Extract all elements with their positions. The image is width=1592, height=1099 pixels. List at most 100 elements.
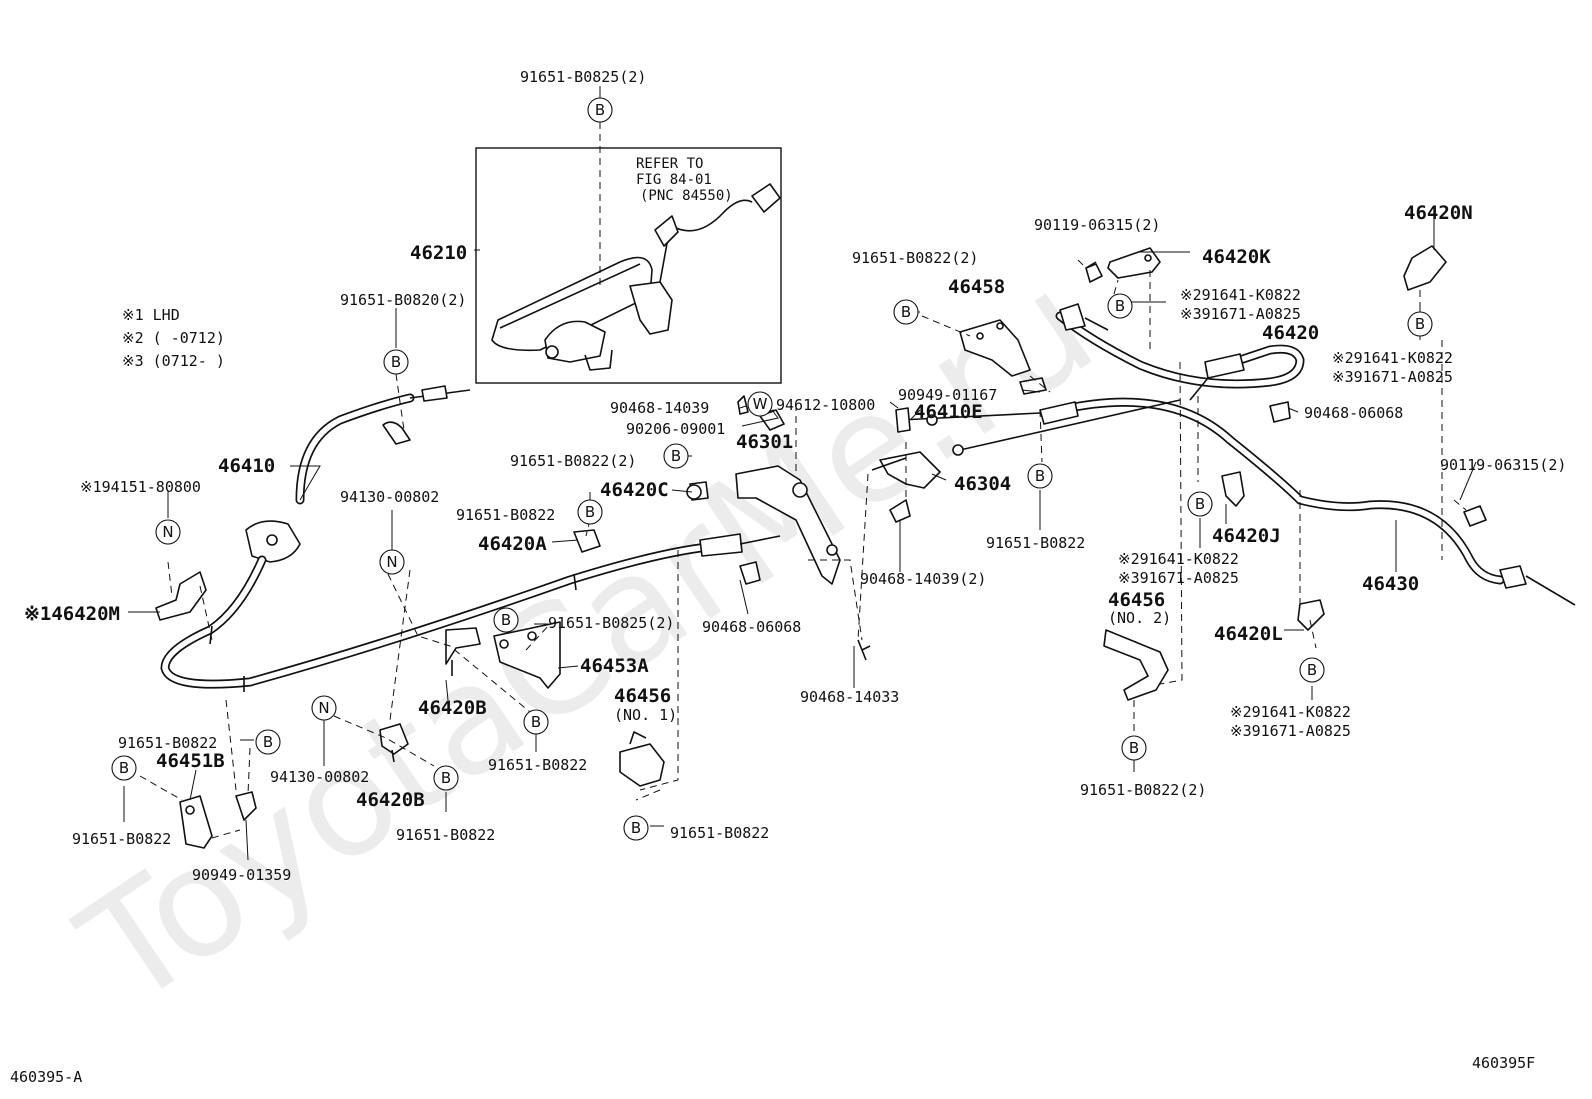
label-94130-00802-a: 94130-00802 — [340, 488, 439, 506]
clip-90468-14039-2 — [889, 499, 911, 523]
svg-text:B: B — [1307, 661, 1317, 679]
svg-text:W: W — [753, 395, 768, 413]
label-46420b-b: 46420B — [356, 789, 425, 811]
label-94130-00802-b: 94130-00802 — [270, 768, 369, 786]
clip-90949-01359 — [235, 791, 257, 821]
label-90468-14039: 90468-14039 — [610, 399, 709, 417]
callout-b: B — [433, 765, 459, 791]
label-90468-14039-2: 90468-14039(2) — [860, 570, 986, 588]
label-91641-k0822-c: ※291641-K0822 — [1332, 349, 1453, 367]
svg-text:B: B — [585, 503, 595, 521]
svg-text:B: B — [1415, 315, 1425, 333]
footer-right-code: 460395F — [1472, 1054, 1535, 1072]
clip-46420C — [686, 481, 709, 501]
label-46420m: ※146420M — [24, 603, 120, 625]
label-91671-a0825-a: ※391671-A0825 — [1180, 305, 1301, 323]
clip-46420L — [1297, 599, 1325, 631]
label-91651-b0822-a: 91651-B0822 — [456, 506, 555, 524]
svg-text:B: B — [441, 769, 451, 787]
callout-w: W — [747, 391, 773, 417]
clip-46420J — [1221, 471, 1245, 507]
callout-b: B — [623, 815, 649, 841]
clip-46420A — [573, 529, 601, 553]
label-90119-06315-2-a: 90119-06315(2) — [1034, 216, 1160, 234]
label-90119-06315-2-b: 90119-06315(2) — [1440, 456, 1566, 474]
clip-46420M — [155, 571, 207, 621]
label-91651-b0822-e: 91651-B0822 — [72, 830, 171, 848]
callout-b: B — [1107, 293, 1133, 319]
legend-after-0712: ※3 (0712- ) — [122, 352, 225, 370]
refer-fig-text: FIG 84-01 — [636, 172, 712, 188]
label-91651-b0822-2-a: 91651-B0822(2) — [510, 452, 636, 470]
svg-text:N: N — [162, 523, 173, 541]
label-46456-no1: 46456 — [614, 685, 671, 707]
label-91641-k0822-d: ※291641-K0822 — [1230, 703, 1351, 721]
label-46430: 46430 — [1362, 573, 1419, 595]
label-91671-a0825-b: ※391671-A0825 — [1118, 569, 1239, 587]
dashed-leaders — [139, 122, 1467, 839]
callout-b: B — [663, 443, 689, 469]
label-46420b-a: 46420B — [418, 697, 487, 719]
refer-box: REFER TO FIG 84-01 (PNC 84550) — [475, 147, 782, 384]
refer-to-text: REFER TO — [636, 156, 703, 172]
label-91651-b0822-f: 91651-B0822 — [396, 826, 495, 844]
bracket-46304 — [871, 451, 941, 489]
bracket-46451B — [179, 795, 213, 849]
label-91641-k0822-b: ※291641-K0822 — [1118, 550, 1239, 568]
label-46304: 46304 — [954, 473, 1011, 495]
label-46420: 46420 — [1262, 322, 1319, 344]
svg-text:B: B — [531, 713, 541, 731]
part-labels: 91651-B0825(2) 46210 91651-B0820(2) 4641… — [24, 68, 1566, 884]
svg-text:B: B — [901, 303, 911, 321]
label-46456-no2: 46456 — [1108, 589, 1165, 611]
svg-text:B: B — [391, 353, 401, 371]
label-90468-14033: 90468-14033 — [800, 688, 899, 706]
label-91651-b0825-2-top: 91651-B0825(2) — [520, 68, 646, 86]
bracket-46420K — [1085, 247, 1161, 283]
bracket-46456-no2 — [1103, 629, 1169, 701]
bolt-46410E — [895, 407, 911, 433]
svg-text:N: N — [386, 553, 397, 571]
footer-left-code: 460395-A — [10, 1068, 82, 1086]
label-91671-a0825-d: ※391671-A0825 — [1230, 722, 1351, 740]
front-cable-46410 — [245, 385, 471, 563]
label-46420a: 46420A — [478, 533, 547, 555]
rear-cable-46420 — [1055, 303, 1305, 401]
callout-b: B — [1121, 735, 1147, 761]
parking-brake-lever — [491, 183, 781, 371]
label-91651-b0822-h: 91651-B0822 — [986, 534, 1085, 552]
label-94612-10800: 94612-10800 — [776, 396, 875, 414]
label-no2: (NO. 2) — [1108, 609, 1171, 627]
callout-b: B — [577, 499, 603, 525]
label-46420n: 46420N — [1404, 202, 1473, 224]
label-46453a: 46453A — [580, 655, 649, 677]
svg-text:B: B — [671, 447, 681, 465]
clip-90468-06068-b — [1269, 401, 1291, 423]
label-46210: 46210 — [410, 242, 467, 264]
label-90949-01359: 90949-01359 — [192, 866, 291, 884]
svg-text:B: B — [1195, 495, 1205, 513]
label-90468-06068-a: 90468-06068 — [702, 618, 801, 636]
refer-pnc-text: (PNC 84550) — [640, 188, 733, 204]
svg-text:B: B — [1035, 467, 1045, 485]
callout-b: B — [523, 709, 549, 735]
label-46420c: 46420C — [600, 479, 669, 501]
callout-b: B — [111, 755, 137, 781]
callouts: B B N N B B W B B N B B B B B B B B B B … — [111, 97, 1433, 841]
label-90468-06068-b: 90468-06068 — [1304, 404, 1403, 422]
svg-text:B: B — [1129, 739, 1139, 757]
label-90949-01167: 90949-01167 — [898, 386, 997, 404]
svg-text:B: B — [595, 101, 605, 119]
label-91651-b0822-2-c: 91651-B0822(2) — [1080, 781, 1206, 799]
callout-b: B — [383, 349, 409, 375]
callout-b: B — [1027, 463, 1053, 489]
label-91651-b0822-c: 91651-B0822 — [670, 824, 769, 842]
intermediate-cable-46420 — [160, 533, 781, 692]
legend: ※1 LHD ※2 ( -0712) ※3 (0712- ) — [122, 306, 225, 370]
legend-before-0712: ※2 ( -0712) — [122, 329, 225, 347]
pin-90468-14033 — [857, 639, 871, 661]
bracket-46458 — [959, 319, 1031, 377]
callout-n: N — [155, 519, 181, 545]
callout-b: B — [1299, 657, 1325, 683]
label-91671-a0825-c: ※391671-A0825 — [1332, 368, 1453, 386]
